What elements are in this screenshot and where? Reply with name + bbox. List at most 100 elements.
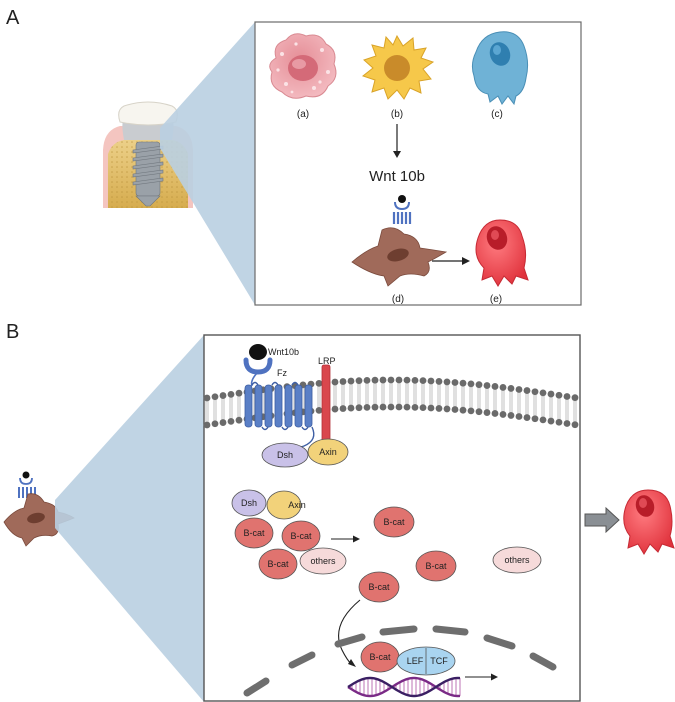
lipid-tail [573, 400, 577, 422]
lipid-head [483, 382, 491, 389]
lipid-tail [405, 383, 409, 405]
lipid-head [227, 417, 235, 425]
lipid-head [379, 376, 387, 384]
lipid-head [203, 421, 211, 429]
lipid-tail [213, 399, 217, 421]
lipid-head [339, 405, 347, 412]
lipid-tail [549, 397, 553, 419]
lipid-head [499, 384, 507, 391]
lipid-head [531, 415, 539, 423]
lipid-head [387, 403, 395, 411]
lipid-head [427, 404, 435, 412]
lipid-head [539, 416, 547, 424]
cell-b-label: (b) [391, 109, 403, 120]
cell-e-label: (e) [490, 294, 502, 305]
wnt10b-label: Wnt 10b [369, 168, 425, 185]
lipid-head [571, 394, 579, 402]
lipid-head [347, 377, 355, 385]
lipid-head [547, 390, 555, 398]
cell-c-label: (c) [491, 109, 503, 120]
lipid-tail [461, 386, 465, 408]
lipid-head [491, 410, 499, 417]
lipid-head [379, 403, 387, 411]
lipid-tail [445, 384, 449, 406]
lipid-tail [557, 398, 561, 420]
lipid-tail [541, 395, 545, 417]
lipid-head [507, 385, 515, 392]
lipid-head [539, 389, 547, 397]
nuclear-envelope [243, 625, 557, 697]
lipid-head [419, 404, 427, 412]
cell-b-yellow-spiky [361, 34, 435, 100]
lipid-tail [373, 383, 377, 405]
lipid-head [499, 411, 507, 418]
lrp-label: LRP [318, 356, 336, 366]
lipid-head [427, 377, 435, 385]
lipid-head [219, 392, 227, 399]
arrow-b-to-wnt-head [393, 151, 401, 158]
lipid-head [467, 407, 475, 415]
lipid-head [443, 378, 451, 386]
complex-bcat-3 [258, 548, 298, 580]
lipid-head [395, 403, 403, 411]
free-bcat-3-label: B-cat [368, 582, 390, 592]
lipid-head [523, 387, 531, 394]
dna-strand-2 [347, 676, 461, 698]
lipid-tail [205, 401, 209, 422]
lipid-head [531, 388, 539, 396]
lipid-head [347, 404, 355, 412]
lipid-head [475, 381, 483, 389]
lipid-tail [525, 393, 529, 415]
cell-d-label: (d) [392, 294, 404, 305]
complex-others-label: others [310, 556, 336, 566]
lipid-head [451, 406, 459, 413]
lipid-head [355, 404, 363, 412]
frizzled-receptor [244, 371, 315, 459]
lipid-tail [381, 383, 385, 405]
lipid-tail [349, 384, 353, 406]
frizzled-label: Fz [277, 368, 287, 378]
lipid-head [235, 416, 243, 424]
panel-a-letter: A [6, 7, 20, 29]
lipid-head [395, 376, 403, 384]
lipid-head [435, 405, 443, 412]
complex-axin-label: Axin [288, 500, 306, 510]
lipid-head [419, 377, 427, 385]
arrow-to-nucleus [338, 599, 361, 666]
lipid-head [491, 383, 499, 390]
membrane-axin-label: Axin [319, 447, 337, 457]
dna-helix [347, 676, 461, 698]
lipid-head [387, 376, 395, 384]
complex-bcat-1 [234, 517, 274, 549]
zoom-cone-a [160, 22, 255, 305]
lipid-tail [389, 383, 393, 405]
lipid-head [571, 421, 579, 429]
lipid-head [555, 391, 563, 399]
lipid-head [371, 376, 379, 384]
lipid-head [403, 403, 411, 411]
lipid-tail [237, 396, 241, 418]
complex-dsh-label: Dsh [241, 498, 257, 508]
complex-bcat-2 [281, 520, 321, 552]
lipid-head [459, 379, 467, 387]
lipid-tail [365, 383, 369, 405]
lipid-head [315, 379, 323, 387]
free-bcat-2-label: B-cat [425, 561, 447, 571]
membrane-dsh [261, 442, 309, 468]
lipid-tail [341, 384, 345, 406]
complex-bcat-3-label: B-cat [267, 559, 289, 569]
arrow-transcription-head [491, 673, 498, 681]
lipid-tail [397, 383, 401, 405]
arrow-d-to-e-head [462, 257, 470, 265]
lipid-head [459, 406, 467, 414]
complex-axin [266, 490, 302, 520]
differentiation-arrow [584, 506, 620, 534]
lipid-head [563, 420, 571, 427]
lrp-coreceptor [321, 364, 331, 444]
nuclear-bcat-label: B-cat [369, 652, 391, 662]
lipid-head [515, 413, 523, 420]
lipid-tail [565, 399, 569, 421]
lipid-head [315, 406, 323, 414]
lipid-tail [229, 397, 233, 419]
